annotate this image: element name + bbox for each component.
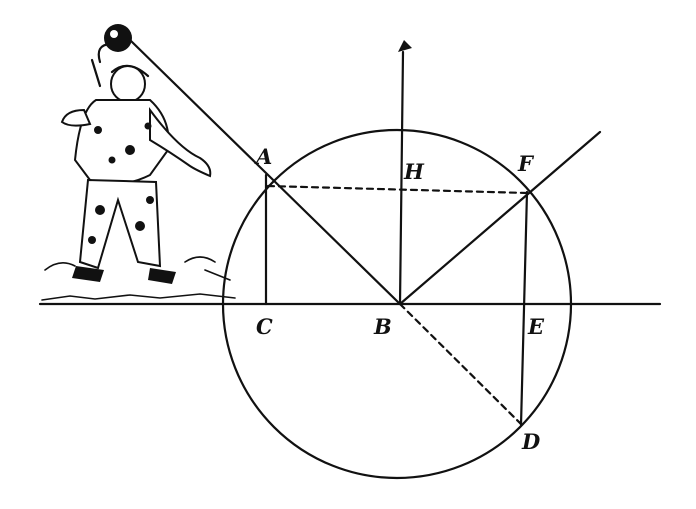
label-c: C <box>256 314 273 339</box>
dashed-segment-af <box>266 184 529 195</box>
arrow-tip-icon <box>398 40 412 52</box>
label-d: D <box>521 429 541 454</box>
label-e: E <box>527 314 545 339</box>
vertical-line-bh <box>398 50 405 306</box>
label-f: F <box>517 151 535 176</box>
dashed-ray-bd <box>398 302 524 427</box>
incident-ray <box>128 38 402 306</box>
circle <box>221 128 573 480</box>
man-throwing-ball-icon <box>60 24 212 284</box>
segment-fd <box>519 190 529 427</box>
reflected-ray <box>398 130 602 306</box>
label-b: B <box>373 314 392 339</box>
label-a: A <box>254 144 272 169</box>
ground-texture <box>41 293 236 301</box>
label-h: H <box>403 159 425 184</box>
